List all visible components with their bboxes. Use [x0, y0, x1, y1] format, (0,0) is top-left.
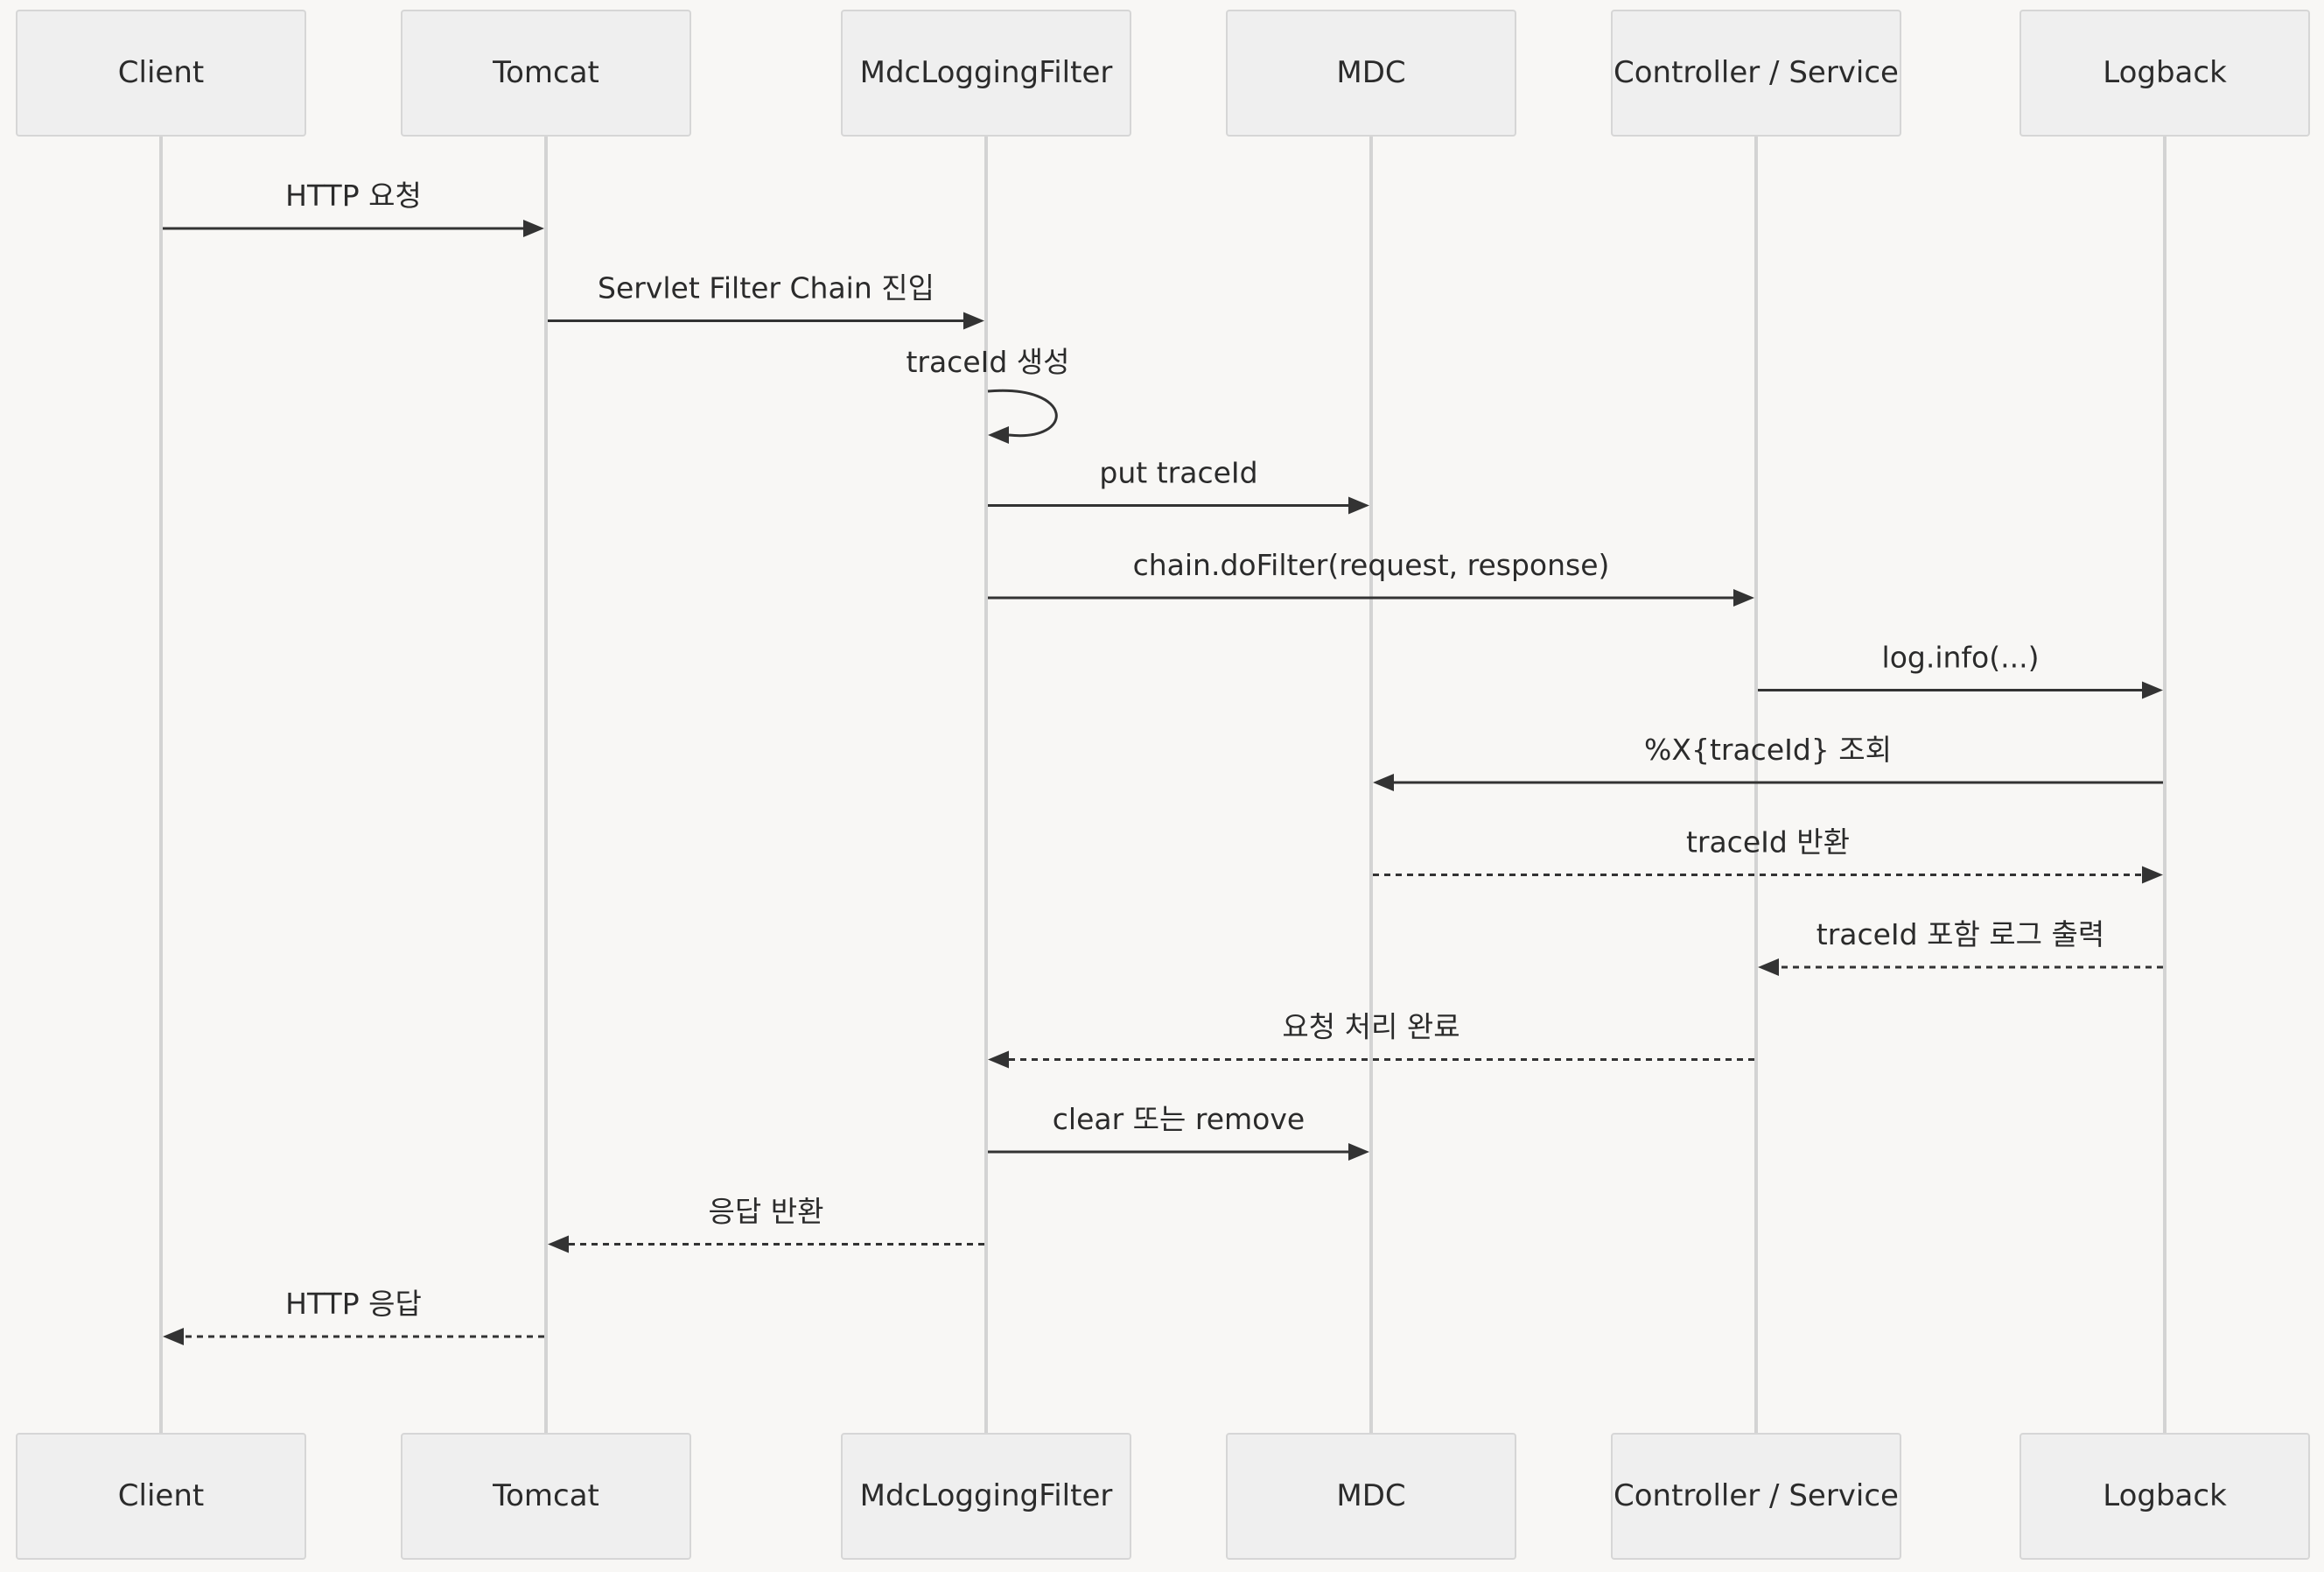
actor-box-top-logback: Logback — [2020, 10, 2310, 137]
actor-box-bottom-logback: Logback — [2020, 1433, 2310, 1560]
message-label: put traceId — [1099, 456, 1257, 490]
arrowhead — [548, 1235, 569, 1253]
arrowhead — [1758, 958, 1779, 976]
message-5: chain.doFilter(request, response) — [988, 548, 1754, 607]
arrowhead — [523, 220, 544, 237]
actor-label: MdcLoggingFilter — [860, 55, 1113, 90]
arrowhead — [1733, 589, 1754, 607]
actor-label: Logback — [2103, 1478, 2227, 1513]
message-label: clear 또는 remove — [1053, 1102, 1305, 1136]
actor-rect — [1611, 1433, 1901, 1560]
message-label: %X{traceId} 조회 — [1644, 733, 1892, 767]
arrowhead — [988, 426, 1009, 444]
actor-rect — [841, 1433, 1131, 1560]
actor-label: Client — [118, 1478, 204, 1513]
arrowhead — [2142, 681, 2163, 699]
actor-label: Logback — [2103, 55, 2227, 90]
message-label: 응답 반환 — [709, 1195, 824, 1229]
actor-rect — [401, 10, 691, 137]
message-3: traceId 생성 — [906, 345, 1070, 444]
actor-box-top-mdc: MDC — [1226, 10, 1516, 137]
actor-label: MDC — [1336, 55, 1405, 90]
arrowhead — [988, 1050, 1009, 1069]
arrowhead — [2142, 866, 2163, 884]
message-label: Servlet Filter Chain 진입 — [598, 271, 934, 305]
actor-label: Client — [118, 55, 204, 90]
message-label: chain.doFilter(request, response) — [1133, 548, 1610, 582]
message-8: traceId 반환 — [1373, 825, 2163, 884]
actor-box-bottom-client: Client — [16, 1433, 306, 1560]
message-9: traceId 포함 로그 출력 — [1758, 917, 2163, 976]
message-label: 요청 처리 완료 — [1282, 1010, 1460, 1044]
actor-rect — [1226, 1433, 1516, 1560]
arrowhead — [1348, 496, 1369, 515]
message-label: HTTP 응답 — [285, 1287, 422, 1321]
arrowhead — [963, 312, 984, 330]
message-12: 응답 반환 — [548, 1195, 984, 1253]
actor-rect — [2020, 10, 2310, 137]
arrowhead — [1348, 1143, 1369, 1161]
actor-rect — [1226, 10, 1516, 137]
actor-box-bottom-mdc: MDC — [1226, 1433, 1516, 1560]
message-label: traceId 반환 — [1686, 825, 1850, 860]
actor-label: Tomcat — [492, 1478, 599, 1513]
actor-box-top-client: Client — [16, 10, 306, 137]
actor-label: Controller / Service — [1614, 1478, 1899, 1513]
actor-box-top-controller: Controller / Service — [1611, 10, 1901, 137]
actor-box-bottom-filter: MdcLoggingFilter — [841, 1433, 1131, 1560]
message-line — [987, 389, 1058, 438]
actor-box-top-tomcat: Tomcat — [401, 10, 691, 137]
message-13: HTTP 응답 — [163, 1287, 544, 1345]
message-label: traceId 생성 — [906, 345, 1069, 379]
message-4: put traceId — [988, 456, 1369, 515]
actor-box-bottom-controller: Controller / Service — [1611, 1433, 1901, 1560]
message-10: 요청 처리 완료 — [988, 1010, 1754, 1069]
message-6: log.info(...) — [1758, 641, 2163, 699]
actor-rect — [401, 1433, 691, 1560]
actor-label: MDC — [1336, 1478, 1405, 1513]
actor-label: Tomcat — [492, 55, 599, 90]
actor-rect — [2020, 1433, 2310, 1560]
message-label: traceId 포함 로그 출력 — [1816, 917, 2104, 951]
actor-rect — [16, 10, 306, 137]
message-11: clear 또는 remove — [988, 1102, 1369, 1161]
actor-label: MdcLoggingFilter — [860, 1478, 1113, 1513]
actor-box-bottom-tomcat: Tomcat — [401, 1433, 691, 1560]
actor-rect — [841, 10, 1131, 137]
actor-box-top-filter: MdcLoggingFilter — [841, 10, 1131, 137]
message-label: HTTP 요청 — [285, 179, 422, 213]
message-2: Servlet Filter Chain 진입 — [548, 271, 984, 330]
message-label: log.info(...) — [1882, 641, 2040, 675]
actor-label: Controller / Service — [1614, 55, 1899, 90]
actor-rect — [1611, 10, 1901, 137]
arrowhead — [163, 1328, 184, 1345]
actor-rect — [16, 1433, 306, 1560]
message-1: HTTP 요청 — [163, 179, 544, 237]
message-7: %X{traceId} 조회 — [1373, 733, 2163, 791]
arrowhead — [1373, 774, 1394, 791]
